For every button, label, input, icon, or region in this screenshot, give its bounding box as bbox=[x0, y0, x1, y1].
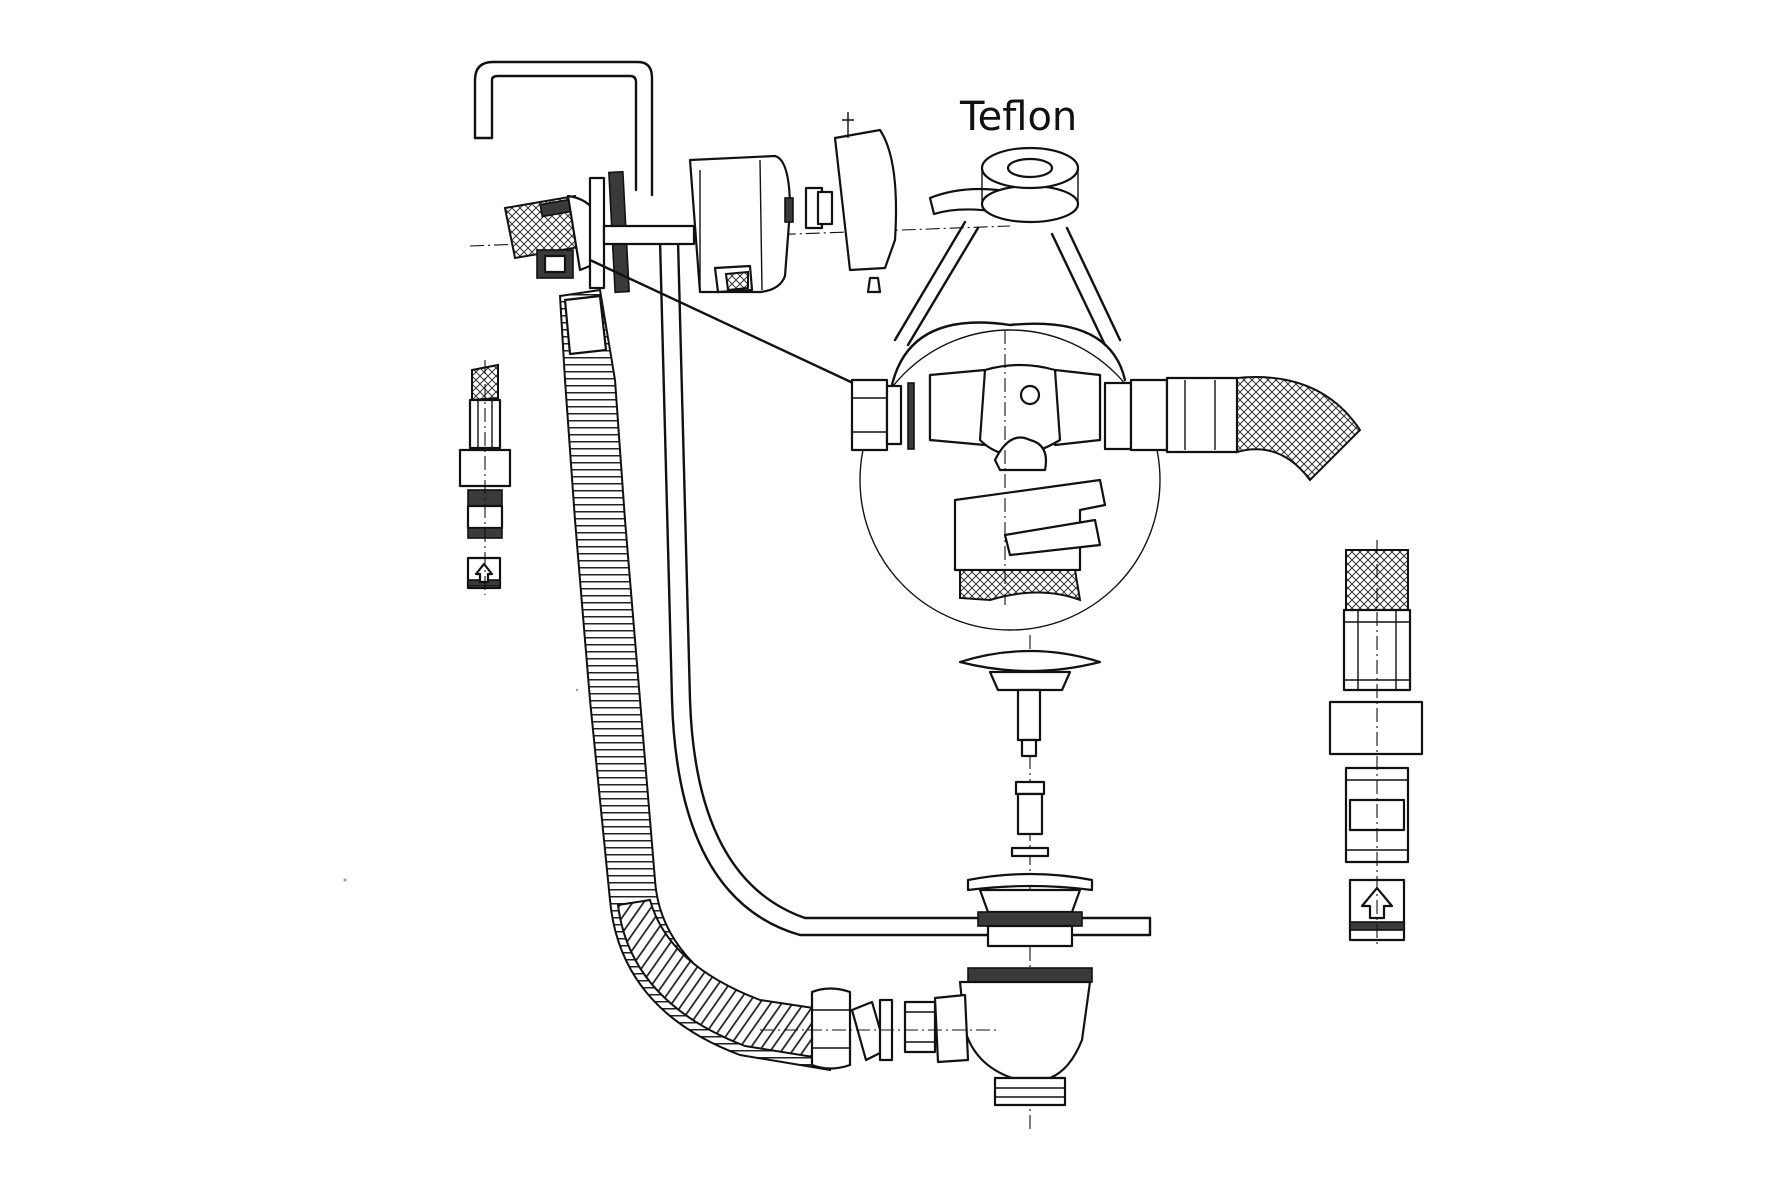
right-connector-stack bbox=[1328, 540, 1424, 945]
overflow-head-assembly bbox=[469, 112, 1011, 294]
speck bbox=[575, 688, 579, 692]
teflon-label: Teflon bbox=[959, 94, 1077, 140]
up-arrow-icon bbox=[474, 562, 494, 584]
valve-detail-view bbox=[850, 321, 1362, 631]
speck bbox=[343, 878, 347, 882]
detail-leader-line bbox=[588, 258, 855, 385]
corrugated-hose bbox=[558, 288, 842, 1072]
overflow-tube bbox=[473, 60, 1152, 937]
teflon-tape-roll bbox=[893, 146, 1122, 347]
popup-plug-assembly bbox=[760, 635, 1102, 1130]
left-connector-stack bbox=[458, 360, 512, 595]
